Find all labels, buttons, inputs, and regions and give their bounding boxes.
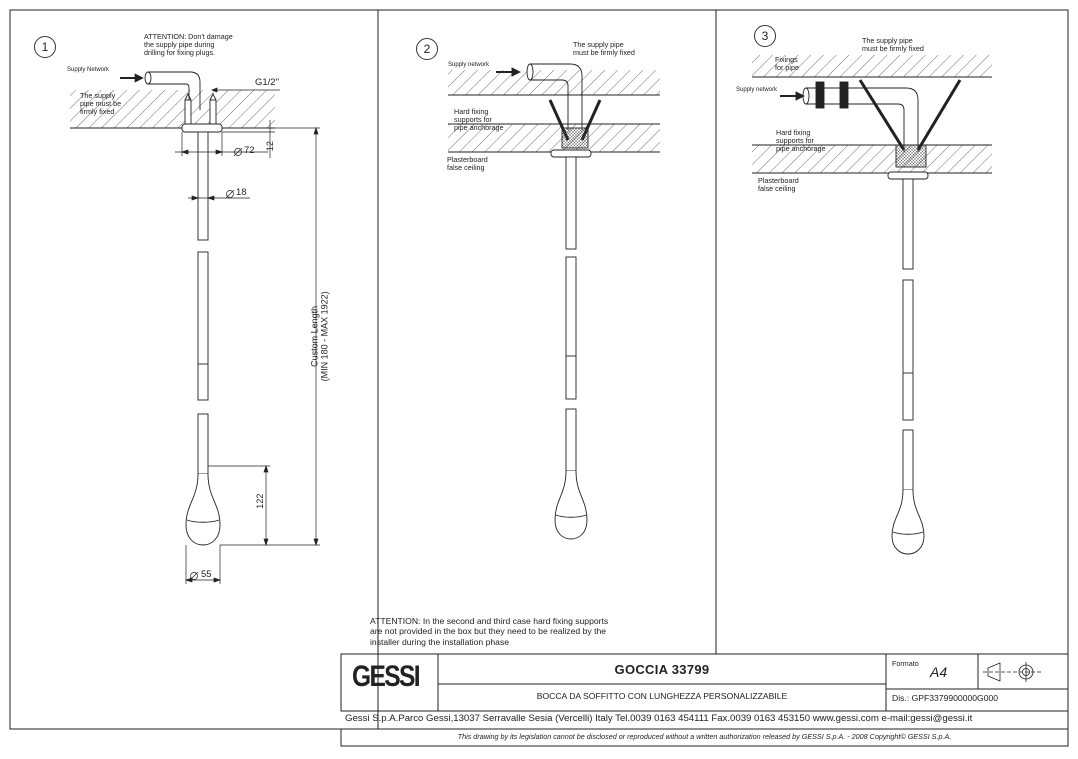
view-3-plasterboard-label: Plasterboard false ceiling (758, 176, 799, 194)
view-3-hard-fixing-label: Hard fixing supports for pipe anchorage (776, 128, 826, 154)
view-3-ceiling-hatch (752, 55, 992, 77)
view-2-plasterboard-label: Plasterboard false ceiling (447, 155, 488, 173)
title-block-frame (340, 653, 1069, 747)
view-1-flange-diameter: 72 (244, 145, 255, 156)
view-2-supply-network-label: Supply network (448, 62, 490, 68)
projection-symbol-icon (983, 662, 1042, 682)
view-1-thread-dimension: G1/2" (255, 77, 279, 88)
view-2-ceiling-hatch (448, 70, 660, 95)
format-label: Formato (892, 659, 919, 668)
gessi-logo: GESSI (352, 660, 421, 693)
view-1-dimensions (120, 73, 320, 584)
view-3-supply-network-label: Supply network (736, 87, 778, 93)
view-2-drawing (448, 63, 660, 540)
format-value: A4 (930, 664, 948, 680)
view-2-number: 2 (416, 38, 438, 60)
view-2-plasterboard-hatch (448, 124, 660, 152)
view-1-number: 1 (34, 36, 56, 58)
drawing-subtitle: BOCCA DA SOFFITTO CON LUNGHEZZA PERSONAL… (536, 691, 788, 701)
view-1-drawing (70, 71, 275, 546)
view-1-drop-height: 122 (254, 493, 265, 509)
view-3-plasterboard-hatch (752, 145, 992, 173)
view-3-pipe-fixed-label: The supply pipe must be firmly fixed (862, 36, 924, 54)
view-3-number: 3 (754, 25, 776, 47)
view-1-pipe-fixed-label: The supply pipe must be firmly fixed (80, 91, 122, 117)
view-2-hard-fixing-label: Hard fixing supports for pipe anchorage (454, 107, 504, 133)
view-1-custom-length-dimension: Custom Length (MIN 180 - MAX 1922) (309, 291, 330, 382)
view-1-drop-diameter: 55 (201, 569, 212, 580)
view-1-supply-network-label: Supply Network (67, 67, 110, 73)
view-1-pipe-diameter: 18 (236, 187, 247, 198)
drawing-title: GOCCIA 33799 (614, 662, 710, 677)
view-1-flange-height: 12 (264, 141, 275, 152)
attention-note-cases-2-3: ATTENTION: In the second and third case … (370, 616, 609, 647)
view-2-pipe-fixed-label: The supply pipe must be firmly fixed (573, 40, 635, 58)
view-3-drawing (752, 55, 992, 555)
company-info: Gessi S.p.A.Parco Gessi,13037 Serravalle… (345, 713, 973, 724)
drawing-number: Dis.: GPF3379900000G000 (892, 693, 999, 703)
copyright-notice: This drawing by its legislation cannot b… (457, 732, 952, 741)
view-3-fixings-label: Fixings for pipe (775, 55, 799, 73)
view-1-ceiling-hatch (70, 90, 275, 128)
view-1-attention-note: ATTENTION: Don't damage the supply pipe … (144, 32, 233, 58)
